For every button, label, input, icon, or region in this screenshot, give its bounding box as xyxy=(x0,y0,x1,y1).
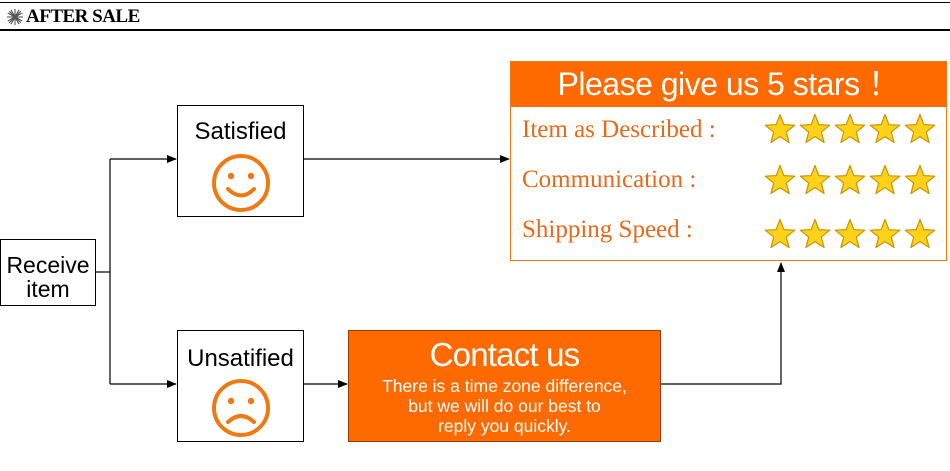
section-title: AFTER SALE xyxy=(26,6,140,27)
star-icon xyxy=(904,218,936,249)
receive-item-label-line1: Receive xyxy=(6,252,90,278)
star-icon xyxy=(834,113,866,144)
contact-message-line2: but we will do our best to xyxy=(408,396,601,416)
star-rating-item-described xyxy=(764,113,940,145)
star-icon xyxy=(869,164,901,195)
receive-item-label-line2: item xyxy=(26,276,70,302)
rating-label-communication: Communication : xyxy=(522,166,697,193)
rating-panel-title: Please give us 5 stars ！ xyxy=(511,62,946,107)
star-icon xyxy=(904,164,936,195)
star-icon xyxy=(834,218,866,249)
rating-label-shipping-speed: Shipping Speed : xyxy=(522,216,693,243)
star-icon xyxy=(799,218,831,249)
smiley-face-icon xyxy=(211,154,270,212)
star-icon xyxy=(764,164,796,195)
star-icon xyxy=(764,113,796,144)
unsatisfied-label: Unsatified xyxy=(187,345,294,372)
star-row-graphic xyxy=(764,164,936,195)
contact-message-line1: There is a time zone difference, xyxy=(382,376,627,396)
rating-label-item-described: Item as Described : xyxy=(522,116,716,143)
star-icon xyxy=(834,164,866,195)
star-icon xyxy=(869,113,901,144)
star-icon xyxy=(799,164,831,195)
star-rating-shipping-speed xyxy=(764,218,940,250)
unsatisfied-node: Unsatified xyxy=(177,330,304,442)
starburst-icon xyxy=(7,9,23,25)
star-row-graphic xyxy=(764,113,936,144)
star-row-graphic xyxy=(764,218,936,249)
receive-item-node: Receive item xyxy=(0,239,96,306)
rating-panel: Please give us 5 stars ！ Item as Describ… xyxy=(510,61,947,261)
star-icon xyxy=(869,218,901,249)
contact-us-message: There is a time zone difference, but we … xyxy=(349,376,660,436)
satisfied-node: Satisfied xyxy=(177,105,304,217)
satisfied-label: Satisfied xyxy=(194,118,287,145)
contact-message-line3: reply you quickly. xyxy=(438,416,571,436)
star-rating-communication xyxy=(764,164,940,196)
star-icon xyxy=(904,113,936,144)
contact-us-title: Contact us xyxy=(429,336,581,373)
star-icon xyxy=(764,218,796,249)
section-header: AFTER SALE xyxy=(0,2,950,31)
arrow-contact-to-rating xyxy=(661,262,785,385)
star-icon xyxy=(799,113,831,144)
contact-us-node: Contact us There is a time zone differen… xyxy=(348,330,661,442)
sad-face-icon xyxy=(211,379,270,437)
